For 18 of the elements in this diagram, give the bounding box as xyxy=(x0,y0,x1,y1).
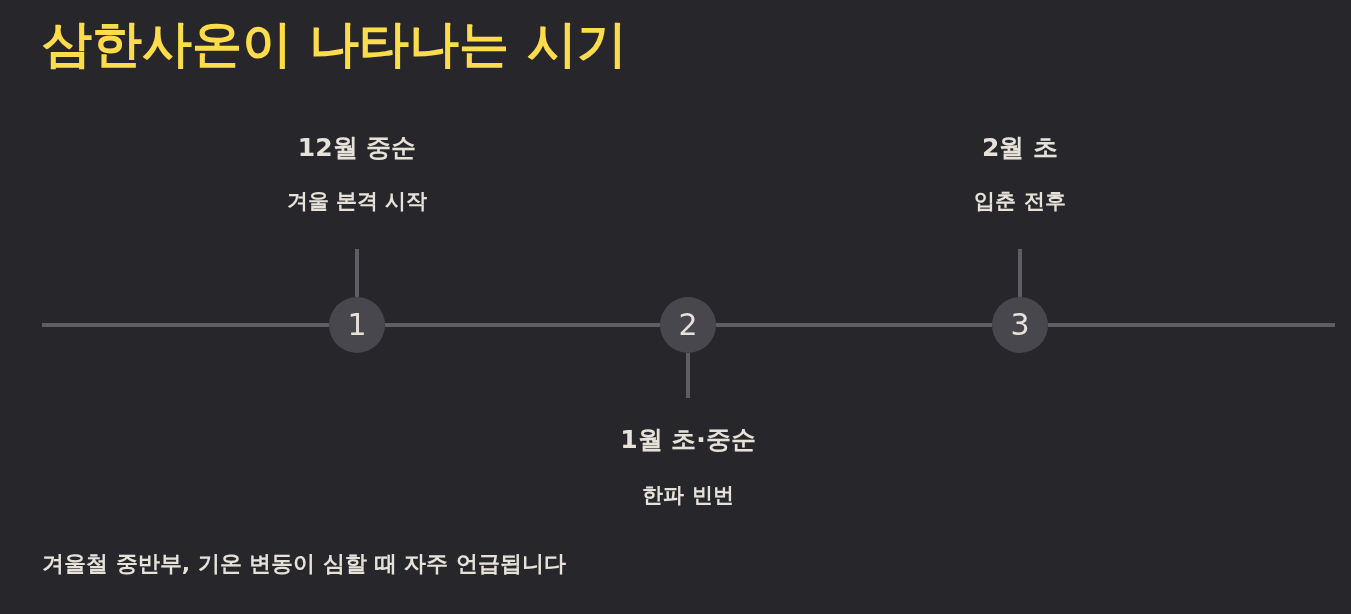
timeline-marker: 1 xyxy=(329,297,385,353)
event-description: 입춘 전후 xyxy=(974,188,1066,215)
timeline-marker: 3 xyxy=(992,297,1048,353)
period-label: 2월 초 xyxy=(981,133,1059,163)
timeline-line xyxy=(1048,323,1335,327)
stem-line xyxy=(1018,249,1022,297)
stem-line xyxy=(355,249,359,297)
period-label: 1월 초·중순 xyxy=(620,425,756,455)
event-description: 한파 빈번 xyxy=(642,482,734,509)
event-description: 겨울 본격 시작 xyxy=(286,188,428,215)
timeline-marker: 2 xyxy=(660,297,716,353)
timeline-line xyxy=(42,323,329,327)
timeline-line xyxy=(716,323,992,327)
stem-line xyxy=(686,353,690,398)
title: 삼한사온이 나타나는 시기 xyxy=(42,14,627,74)
period-label: 12월 중순 xyxy=(297,133,417,163)
timeline-line xyxy=(385,323,660,327)
caption: 겨울철 중반부, 기온 변동이 심할 때 자주 언급됩니다 xyxy=(42,550,566,578)
